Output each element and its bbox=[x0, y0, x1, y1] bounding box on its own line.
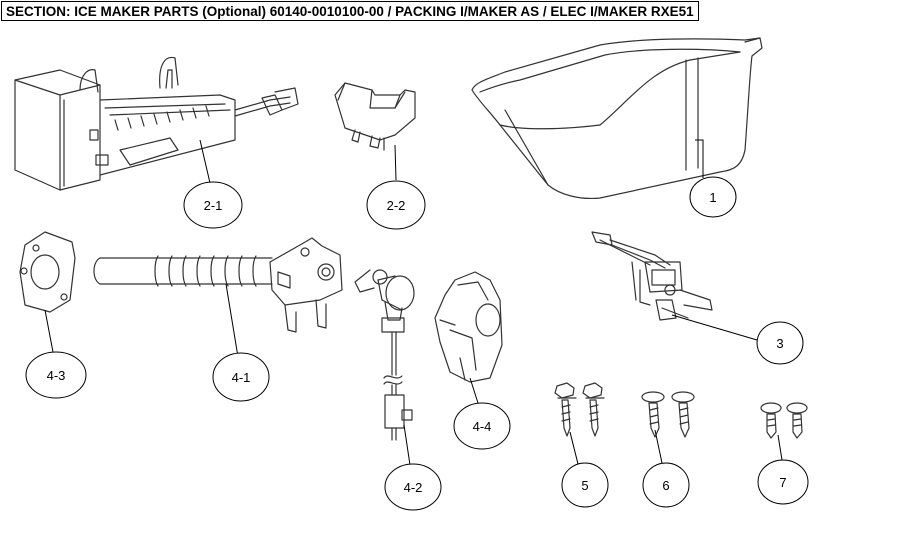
gasket-part bbox=[19, 231, 76, 313]
callout-7: 7 bbox=[757, 459, 809, 505]
callout-4-2: 4-2 bbox=[384, 463, 442, 511]
bracket-part bbox=[334, 82, 416, 151]
svg-text:4-3: 4-3 bbox=[47, 368, 66, 383]
svg-text:4-2: 4-2 bbox=[404, 480, 423, 495]
truss-head-screws-part bbox=[760, 402, 808, 439]
svg-text:7: 7 bbox=[779, 475, 786, 490]
hex-screws-part bbox=[554, 382, 605, 437]
callout-4-1: 4-1 bbox=[212, 352, 270, 402]
callout-1: 1 bbox=[689, 176, 737, 218]
svg-text:4-4: 4-4 bbox=[473, 419, 492, 434]
svg-text:1: 1 bbox=[709, 190, 716, 205]
svg-text:6: 6 bbox=[662, 478, 669, 493]
callout-6: 6 bbox=[642, 462, 690, 508]
leader-lines bbox=[44, 139, 783, 466]
svg-text:2-1: 2-1 bbox=[204, 198, 223, 213]
callouts: 1 2-1 2-2 3 4-1 4-2 4-3 4-4 bbox=[25, 176, 809, 511]
callout-4-3: 4-3 bbox=[25, 351, 87, 399]
fill-tube-heater-part bbox=[93, 237, 343, 333]
svg-text:3: 3 bbox=[776, 336, 783, 351]
svg-text:2-2: 2-2 bbox=[387, 198, 406, 213]
sensor-arm-part bbox=[591, 231, 713, 321]
callout-2-1: 2-1 bbox=[183, 181, 243, 229]
callout-2-2: 2-2 bbox=[366, 180, 426, 230]
cover-part bbox=[434, 271, 503, 383]
callout-3: 3 bbox=[756, 321, 804, 365]
fill-valve-part bbox=[354, 269, 415, 441]
callout-4-4: 4-4 bbox=[453, 402, 511, 450]
ice-bin-part bbox=[471, 37, 763, 200]
pan-head-screws-part bbox=[641, 391, 695, 438]
section-title: SECTION: ICE MAKER PARTS (Optional) 6014… bbox=[1, 1, 699, 21]
svg-text:4-1: 4-1 bbox=[232, 370, 251, 385]
ice-maker-assembly-part bbox=[14, 56, 299, 191]
callout-5: 5 bbox=[561, 462, 609, 508]
svg-text:5: 5 bbox=[581, 478, 588, 493]
